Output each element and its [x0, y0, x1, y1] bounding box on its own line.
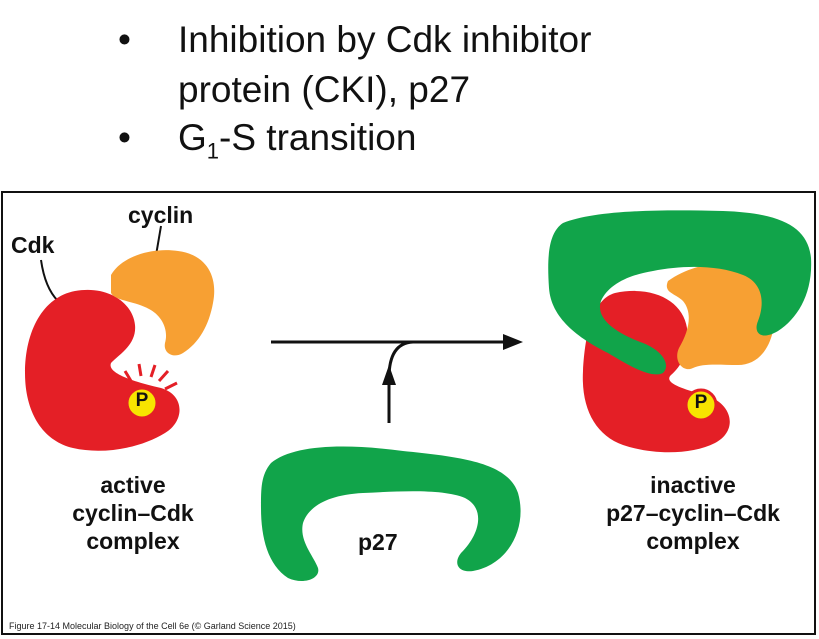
active-complex-line-3: complex	[86, 528, 180, 554]
cyclin-shape-right	[666, 263, 776, 370]
p27-shape	[261, 446, 521, 582]
inactive-complex-line-2: p27–cyclin–Cdk	[606, 500, 780, 526]
phosphate-label-right: P	[694, 392, 708, 413]
inactive-complex-label: inactive p27–cyclin–Cdk complex	[573, 471, 813, 555]
active-complex-line-1: active	[100, 472, 166, 498]
phosphate-label: P	[135, 390, 149, 411]
p27-joining-arrowhead	[382, 365, 396, 385]
reaction-arrowhead	[503, 334, 523, 350]
bullet-text-line-1: Inhibition by Cdk inhibitor	[178, 19, 592, 60]
active-complex-label: active cyclin–Cdk complex	[33, 471, 233, 555]
cdk-label: Cdk	[11, 232, 55, 258]
g-letter: G	[178, 117, 207, 158]
cdk-leader-line	[40, 259, 59, 302]
figure-panel: Cdk cyclin P P p27 active cyclin–Cdk com…	[1, 191, 816, 635]
bullet-list: • Inhibition by Cdk inhibitor protein (C…	[0, 0, 819, 180]
phosphate-circle	[125, 386, 159, 420]
figure-caption: Figure 17-14 Molecular Biology of the Ce…	[9, 621, 296, 631]
cyclin-label: cyclin	[128, 202, 194, 228]
figure-drawing	[25, 210, 812, 582]
bullet-text-g1s: G1-S transition	[178, 116, 416, 173]
cyclin-shape	[111, 250, 215, 356]
phosphate-circle-right	[684, 388, 718, 422]
phosphate-rays	[123, 363, 178, 391]
transition-text: -S transition	[219, 117, 417, 158]
g-subscript: 1	[206, 138, 220, 164]
bullet-text-line-2: protein (CKI), p27	[178, 69, 471, 110]
bullet-dot: •	[118, 19, 131, 60]
bullet-dot: •	[118, 117, 131, 158]
inactive-complex-line-3: complex	[646, 528, 740, 554]
p27-label: p27	[358, 529, 398, 555]
active-complex-line-2: cyclin–Cdk	[72, 500, 194, 526]
p27-shape-bound	[548, 210, 812, 375]
inactive-complex-line-1: inactive	[650, 472, 736, 498]
